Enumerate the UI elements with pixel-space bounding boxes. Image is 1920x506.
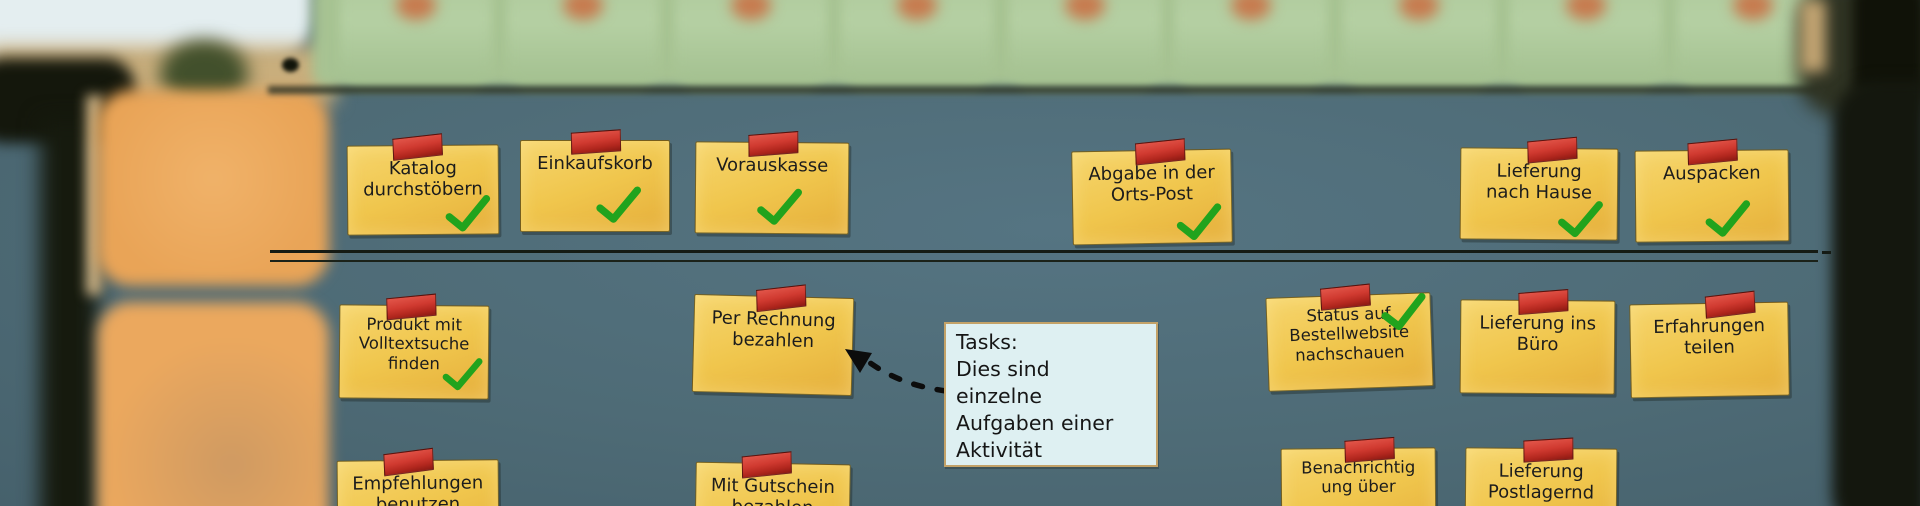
sticky-note-abgabe[interactable]: Abgabe in der Orts-Post (1071, 138, 1233, 246)
sticky-note-katalog[interactable]: Katalog durchstöbern (346, 133, 500, 236)
sticky-note-empfehlungen[interactable]: Empfehlungen benutzen (336, 447, 500, 506)
blurred-red-tape-blob (1065, 0, 1105, 20)
note-label: Lieferung ins Büro (1479, 312, 1597, 356)
small-dark-dot (282, 58, 299, 72)
blurred-orange-card-1 (97, 90, 329, 286)
sticky-note-produkt-volltextsuche[interactable]: Produkt mit Volltextsuche finden (338, 293, 490, 400)
note-label: Abgabe in der Orts-Post (1088, 161, 1215, 206)
note-label: Benachrichtig ung über (1301, 457, 1416, 497)
dark-core-top-right (1853, 0, 1920, 92)
sticky-note-benachrichtigung[interactable]: Benachrichtig ung über (1280, 436, 1437, 506)
tan-sliver-right (1800, 0, 1826, 72)
blurred-red-tape-blob (396, 0, 436, 20)
sticky-note-lieferung-buero[interactable]: Lieferung ins Büro (1459, 289, 1616, 395)
note-label: Lieferung nach Hause (1485, 160, 1593, 204)
green-band-shadow (268, 86, 1820, 94)
row-divider-end-dash (1822, 251, 1831, 254)
note-label: Empfehlungen benutzen (352, 472, 484, 506)
blurred-red-tape-blob (563, 0, 603, 20)
check-icon (1558, 201, 1603, 238)
blurred-red-tape-blob (897, 0, 937, 20)
sticky-note-postlagernd[interactable]: Lieferung Postlagernd (1464, 437, 1618, 506)
sticky-note-lieferung-nach-hause[interactable]: Lieferung nach Hause (1459, 136, 1619, 241)
blurred-red-tape-blob (731, 0, 771, 20)
tape-icon (756, 284, 807, 313)
check-icon (442, 358, 483, 391)
note-label: Vorauskasse (716, 154, 829, 177)
note-label: Erfahrungen teilen (1653, 315, 1766, 359)
note-label: Mit Gutschein bezahlen (710, 474, 836, 506)
tape-icon (1343, 436, 1395, 463)
check-icon (1381, 293, 1426, 331)
note-label: Einkaufskorb (537, 153, 653, 174)
note-label: Auspacken (1662, 162, 1761, 185)
sticky-note-einkaufskorb[interactable]: Einkaufskorb (520, 129, 670, 232)
tape-icon (570, 129, 622, 155)
sticky-note-gutschein[interactable]: Mit Gutschein bezahlen (694, 451, 851, 506)
annotation-text: Tasks: Dies sind einzelne Aufgaben einer… (956, 330, 1114, 462)
note-label: Per Rechnung bezahlen (711, 307, 836, 353)
tape-icon (1523, 437, 1574, 463)
row-divider (270, 250, 1818, 262)
tape-icon (748, 131, 799, 157)
blurred-orange-card-2 (97, 302, 329, 506)
tape-icon (741, 451, 792, 479)
tape-icon (1527, 136, 1578, 164)
blurred-red-tape-blob (1733, 0, 1773, 20)
tape-icon (1517, 289, 1568, 316)
tasks-annotation-note[interactable]: Tasks: Dies sind einzelne Aufgaben einer… (944, 322, 1158, 467)
sticky-note-erfahrungen[interactable]: Erfahrungen teilen (1629, 290, 1790, 399)
blurred-red-tape-blob (1566, 0, 1606, 20)
sticky-note-vorauskasse[interactable]: Vorauskasse (694, 131, 850, 235)
blurred-red-tape-blob (1399, 0, 1439, 20)
check-icon (1176, 203, 1222, 241)
sticky-note-per-rechnung[interactable]: Per Rechnung bezahlen (691, 284, 855, 397)
blurred-red-tape-blob (1231, 0, 1271, 20)
note-label: Lieferung Postlagernd (1487, 460, 1595, 504)
tape-icon (1687, 138, 1738, 166)
sticky-note-status-bestellwebsite[interactable]: Status auf Bestellwebsite nachschauen (1265, 283, 1434, 392)
check-icon (596, 186, 642, 223)
check-icon (757, 188, 802, 225)
check-icon (445, 194, 491, 232)
sticky-note-auspacken[interactable]: Auspacken (1634, 138, 1790, 243)
dark-silhouette-right (1832, 80, 1920, 506)
tape-icon (392, 133, 443, 161)
check-icon (1705, 200, 1751, 237)
tape-icon (1134, 138, 1186, 166)
